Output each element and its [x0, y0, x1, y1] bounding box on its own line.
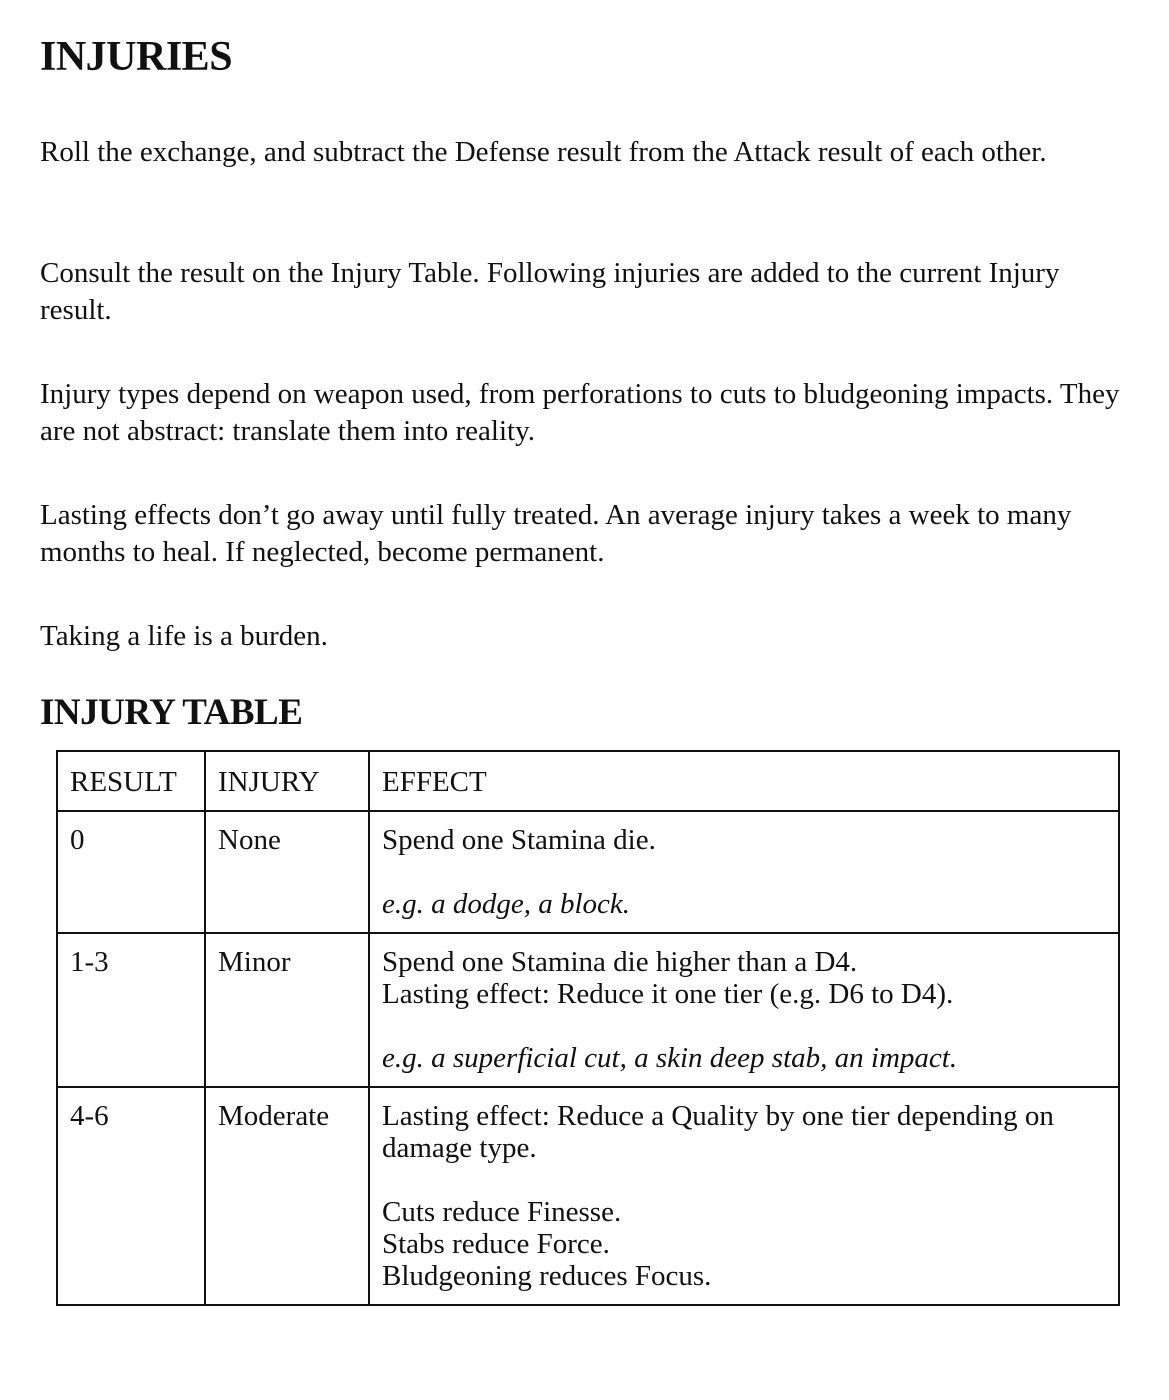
- injury-cell: Moderate: [204, 1086, 370, 1306]
- header-injury: INJURY: [204, 750, 370, 812]
- injury-cell: None: [204, 810, 370, 934]
- injury-cell: Minor: [204, 932, 370, 1088]
- effect-detail: Stabs reduce Force.: [382, 1228, 610, 1260]
- page-title: INJURIES: [40, 34, 233, 80]
- table-row: 4-6 Moderate Lasting effect: Reduce a Qu…: [56, 1086, 1120, 1306]
- paragraph-exchange: Roll the exchange, and subtract the Defe…: [40, 136, 1047, 168]
- effect-detail: Cuts reduce Finesse.: [382, 1196, 622, 1228]
- effect-text: Spend one Stamina die higher than a D4.: [382, 946, 858, 978]
- paragraph-lasting-effects: Lasting effects don’t go away until full…: [40, 499, 1072, 568]
- paragraph-burden: Taking a life is a burden.: [40, 620, 328, 652]
- table-header-row: RESULT INJURY EFFECT: [56, 750, 1120, 812]
- table-row: 1-3 Minor Spend one Stamina die higher t…: [56, 932, 1120, 1088]
- effect-cell: Spend one Stamina die. e.g. a dodge, a b…: [368, 810, 1120, 934]
- effect-cell: Spend one Stamina die higher than a D4. …: [368, 932, 1120, 1088]
- effect-text: Spend one Stamina die.: [382, 824, 656, 856]
- table-title: INJURY TABLE: [40, 692, 303, 733]
- injury-table: RESULT INJURY EFFECT 0 None Spend one St…: [56, 750, 1120, 1306]
- effect-example: e.g. a dodge, a block.: [382, 888, 631, 920]
- effect-text: Lasting effect: Reduce it one tier (e.g.…: [382, 978, 954, 1010]
- effect-example: e.g. a superficial cut, a skin deep stab…: [382, 1042, 958, 1074]
- header-result: RESULT: [56, 750, 206, 812]
- header-effect: EFFECT: [368, 750, 1120, 812]
- result-cell: 1-3: [56, 932, 206, 1088]
- effect-cell: Lasting effect: Reduce a Quality by one …: [368, 1086, 1120, 1306]
- result-cell: 4-6: [56, 1086, 206, 1306]
- paragraph-injury-types: Injury types depend on weapon used, from…: [40, 378, 1120, 447]
- effect-detail: Bludgeoning reduces Focus.: [382, 1260, 712, 1292]
- paragraph-consult: Consult the result on the Injury Table. …: [40, 257, 1060, 326]
- result-cell: 0: [56, 810, 206, 934]
- spacer: [382, 1010, 1106, 1042]
- spacer: [382, 856, 1106, 888]
- effect-text: Lasting effect: Reduce a Quality by one …: [382, 1100, 1054, 1164]
- spacer: [382, 1164, 1106, 1196]
- table-row: 0 None Spend one Stamina die. e.g. a dod…: [56, 810, 1120, 934]
